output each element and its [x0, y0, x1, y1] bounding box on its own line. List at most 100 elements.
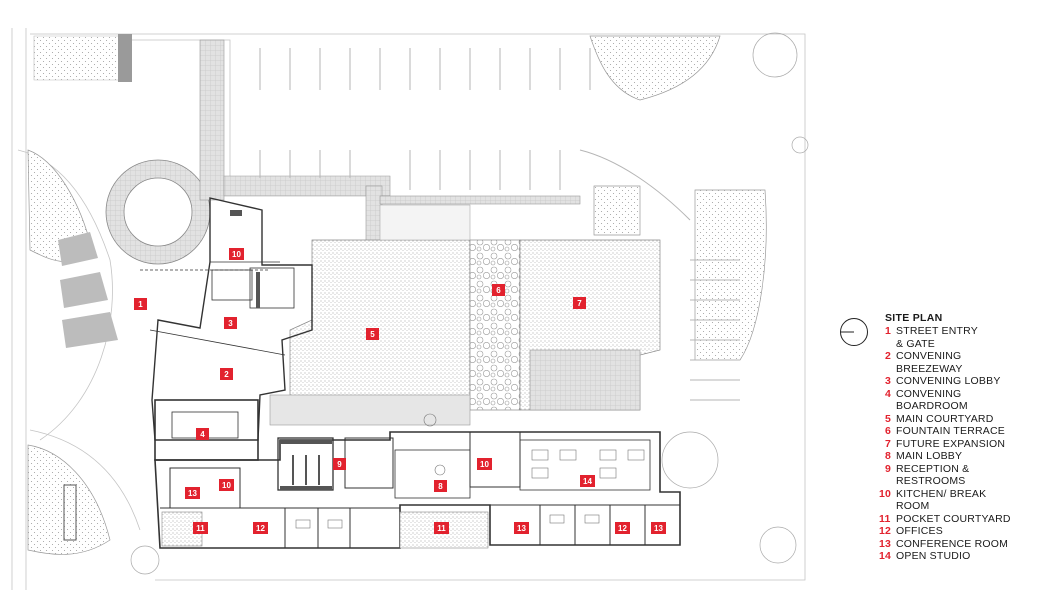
legend-item-number: 13	[879, 537, 892, 550]
legend-item-label: OPEN STUDIO	[896, 550, 971, 562]
room-tag: 13	[514, 522, 529, 534]
legend-title: SITE PLAN	[885, 312, 943, 324]
legend-item-label: & GATE	[896, 337, 935, 350]
legend-item-number: 9	[885, 462, 892, 475]
legend-item-number: 5	[885, 412, 892, 425]
legend-item-number: 3	[885, 375, 892, 387]
room-tag: 1	[134, 298, 147, 310]
svg-text:2: 2	[224, 370, 229, 379]
legend-item-number: 2	[885, 350, 892, 362]
legend-item-label: KITCHEN/ BREAK	[896, 487, 987, 500]
parking-stalls-east	[690, 259, 740, 401]
legend-item-number: 10	[879, 487, 892, 500]
legend-item-label: CONVENING	[896, 350, 962, 362]
legend-item-label: CONFERENCE ROOM	[896, 537, 1009, 550]
room-tag: 11	[434, 522, 449, 534]
svg-text:13: 13	[517, 524, 526, 533]
legend-item-number: 8	[885, 450, 892, 462]
legend-item-label: FOUNTAIN TERRACE	[896, 425, 1005, 437]
room-tag: 12	[253, 522, 268, 534]
parking-stalls-north	[259, 48, 691, 221]
legend-item: 11 POCKET COURTYARD	[838, 513, 1034, 526]
svg-text:11: 11	[437, 524, 446, 533]
legend-item-label: RECEPTION &	[896, 462, 970, 475]
legend-item: 9 RECEPTION &RESTROOMS	[838, 463, 1034, 488]
room-tag: 5	[366, 328, 379, 340]
svg-text:10: 10	[232, 250, 241, 259]
legend-item-label: POCKET COURTYARD	[896, 512, 1011, 525]
room-tag: 9	[333, 458, 346, 470]
legend-item-label: BREEZEWAY	[896, 362, 963, 375]
legend-item: 14 OPEN STUDIO	[838, 550, 1034, 563]
svg-text:13: 13	[654, 524, 663, 533]
legend-item-label: RESTROOMS	[896, 475, 966, 487]
legend-item: 12 OFFICES	[838, 525, 1034, 538]
room-tag: 3	[224, 317, 237, 329]
svg-text:9: 9	[337, 460, 342, 469]
svg-text:6: 6	[496, 286, 501, 295]
legend-item: 8 MAIN LOBBY	[838, 450, 1034, 463]
legend-item: 3 CONVENING LOBBY	[838, 375, 1034, 388]
legend-item-label: CONVENING LOBBY	[896, 375, 1001, 387]
room-tag: 2	[220, 368, 233, 380]
room-tag: 13	[651, 522, 666, 534]
legend-item: 5 MAIN COURTYARD	[838, 413, 1034, 426]
legend-item-label: OFFICES	[896, 525, 943, 537]
main-courtyard	[289, 239, 471, 401]
legend-item-number: 14	[879, 550, 892, 562]
svg-text:14: 14	[583, 477, 592, 486]
landscape-planting	[27, 34, 767, 555]
svg-text:5: 5	[370, 330, 375, 339]
legend-item-label: MAIN COURTYARD	[896, 412, 994, 425]
svg-text:13: 13	[188, 489, 197, 498]
legend-item: 7 FUTURE EXPANSION	[838, 438, 1034, 451]
svg-text:12: 12	[618, 524, 627, 533]
svg-text:3: 3	[228, 319, 233, 328]
room-tag: 8	[434, 480, 447, 492]
legend-item-label: STREET ENTRY	[896, 325, 978, 337]
svg-text:7: 7	[577, 299, 582, 308]
svg-text:4: 4	[200, 430, 205, 439]
legend-item-number: 1	[885, 325, 892, 337]
room-tag: 10	[219, 479, 234, 491]
fountain-terrace	[469, 239, 521, 411]
legend-item-number: 4	[885, 387, 892, 400]
svg-text:8: 8	[438, 482, 443, 491]
room-tag: 4	[196, 428, 209, 440]
future-expansion-area	[519, 239, 661, 411]
legend-item-number: 6	[885, 425, 892, 437]
legend-item-label: MAIN LOBBY	[896, 450, 963, 462]
room-tag: 10	[229, 248, 244, 260]
room-tag: 10	[477, 458, 492, 470]
legend-item: 13 CONFERENCE ROOM	[838, 538, 1034, 551]
legend-item-label: FUTURE EXPANSION	[896, 437, 1006, 450]
walkways	[199, 39, 581, 247]
legend-item-number: 12	[879, 525, 892, 537]
entry-paving-stripes	[58, 232, 118, 348]
room-tag: 7	[573, 297, 586, 309]
svg-text:11: 11	[196, 524, 205, 533]
svg-text:1: 1	[138, 300, 143, 309]
plaza-paving	[269, 204, 471, 426]
furniture	[295, 413, 645, 529]
trees	[130, 32, 809, 575]
svg-text:10: 10	[222, 481, 231, 490]
legend-item-number: 7	[885, 437, 892, 450]
legend-item-number: 11	[879, 512, 891, 525]
legend-item: 6 FOUNTAIN TERRACE	[838, 425, 1034, 438]
legend-item-label: CONVENING	[896, 387, 962, 400]
room-tag: 13	[185, 487, 200, 499]
svg-text:10: 10	[480, 460, 489, 469]
convening-wing	[140, 197, 313, 441]
svg-text:12: 12	[256, 524, 265, 533]
circular-drive	[105, 159, 211, 265]
legend-item-label: ROOM	[896, 500, 930, 512]
north-arrow-icon	[840, 318, 868, 346]
room-tag: 6	[492, 284, 505, 296]
